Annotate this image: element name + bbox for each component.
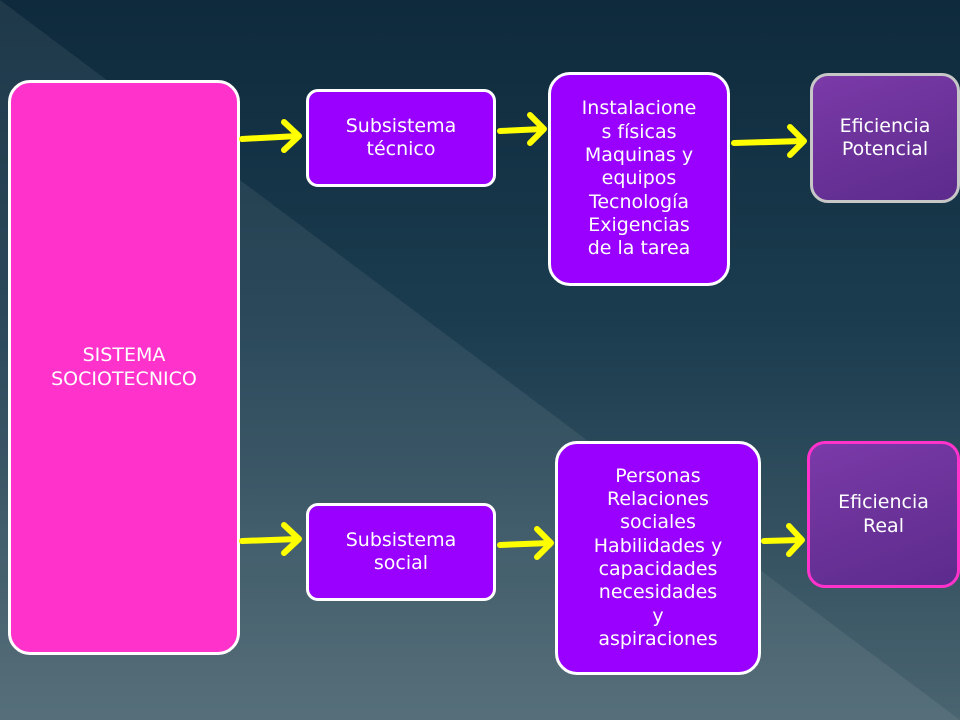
social-elements-box: Personas Relaciones sociales Habilidades…	[555, 441, 761, 675]
technical-subsystem-line: técnico	[366, 138, 436, 160]
social-element: y	[652, 604, 664, 627]
technical-subsystem-line: Subsistema	[345, 114, 457, 137]
social-subsystem-line: social	[373, 552, 429, 574]
social-subsystem-line: Subsistema	[345, 528, 457, 551]
social-element: Personas	[615, 464, 701, 487]
social-element: Relaciones	[607, 487, 709, 510]
technical-subsystem-box: Subsistema técnico	[306, 89, 496, 187]
technical-element: de la tarea	[587, 237, 691, 260]
potential-efficiency-box: Eficiencia Potencial	[810, 73, 960, 203]
technical-element: Instalacione	[581, 97, 697, 120]
real-efficiency-box: Eficiencia Real	[807, 441, 960, 588]
potential-efficiency-line: Eficiencia	[839, 114, 931, 137]
technical-elements-box: Instalacione s físicas Maquinas y equipo…	[548, 72, 730, 286]
technical-element: s físicas	[601, 120, 677, 143]
real-efficiency-line: Real	[863, 514, 904, 537]
social-element: sociales	[620, 511, 696, 534]
technical-element: Tecnología	[588, 190, 690, 213]
social-element: capacidades	[598, 558, 718, 580]
social-element: necesidades	[598, 581, 718, 604]
main-box-line: SOCIOTECNICO	[51, 367, 197, 390]
technical-element: equipos	[601, 167, 677, 190]
social-element: Habilidades y	[593, 534, 723, 557]
social-element: aspiraciones	[598, 628, 718, 651]
real-efficiency-line: Eficiencia	[838, 491, 929, 514]
social-subsystem-box: Subsistema social	[306, 503, 496, 601]
technical-element: Exigencias	[588, 214, 690, 237]
potential-efficiency-line: Potencial	[841, 138, 929, 160]
main-box-line: SISTEMA	[82, 344, 166, 367]
technical-element: Maquinas y	[584, 143, 694, 166]
sociotechnical-system-box: SISTEMA SOCIOTECNICO	[8, 80, 240, 655]
